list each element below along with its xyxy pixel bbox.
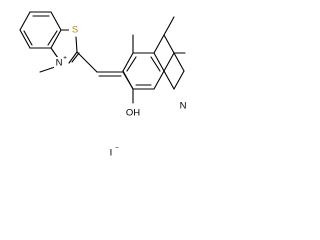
label-backdrop: [178, 100, 189, 112]
label-backdrop: [54, 57, 65, 69]
bond: [163, 70, 175, 90]
benzothiazole-benzene-ring: [19, 11, 62, 49]
bond: [153, 34, 165, 54]
iodide-label: I: [110, 148, 113, 159]
bond: [163, 16, 175, 36]
quinoline-pyridine-ring: [153, 16, 186, 90]
double-bond-inner: [23, 30, 33, 46]
bond: [50, 29, 62, 49]
bond: [163, 52, 175, 72]
bond-c2-s: [75, 36, 78, 53]
chemical-structure: S N + N OH I −: [19, 11, 189, 159]
bond: [122, 70, 134, 90]
bond-n-c2: [68, 51, 78, 64]
bond: [173, 70, 185, 90]
double-bond-inner: [150, 56, 161, 72]
bond: [153, 52, 165, 72]
quinoline-carbocyclic-ring: [122, 52, 165, 90]
bond: [19, 11, 31, 31]
iodide-charge: −: [115, 145, 119, 152]
thiazolium-ring: [50, 29, 80, 64]
bond: [163, 34, 175, 54]
bond: [50, 11, 62, 31]
hydroxyl-label: OH: [126, 108, 140, 119]
sulfur-label: S: [72, 25, 78, 36]
label-backdrop: [69, 24, 81, 36]
bond: [19, 29, 31, 49]
quinoline-nitrogen-label: N: [180, 101, 187, 112]
vinyl-linker: [76, 51, 134, 90]
double-bond-inner: [47, 30, 58, 46]
benzothiazolium-nitrogen-label: N: [56, 58, 63, 69]
bond: [76, 51, 98, 73]
nitrogen-charge: +: [63, 55, 67, 62]
double-bond-inner: [126, 56, 137, 72]
bond: [122, 52, 134, 72]
structure-canvas: S N + N OH I −: [0, 0, 195, 171]
bond-c-n: [50, 47, 59, 59]
bond: [153, 70, 165, 90]
double-bond-n-c2: [71, 52, 80, 63]
bond: [173, 52, 185, 72]
